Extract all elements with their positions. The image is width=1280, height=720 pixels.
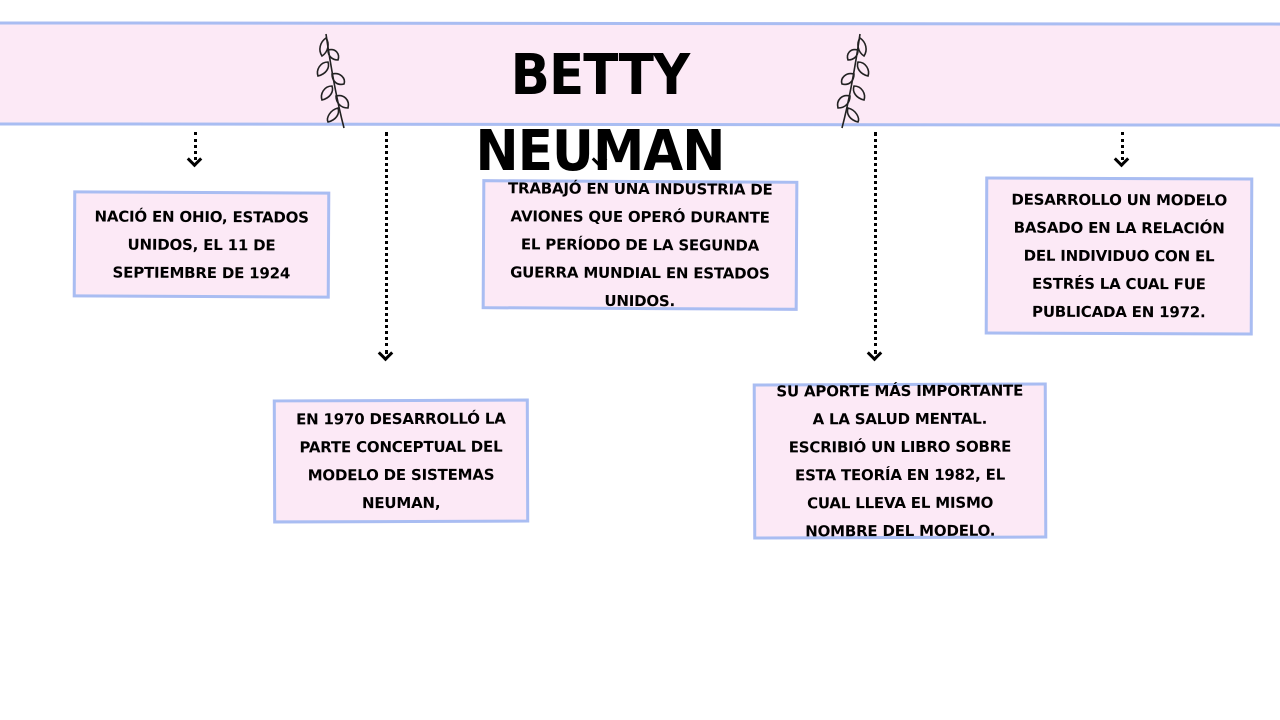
arrow-down-icon [186,151,203,168]
laurel-branch-icon [836,33,870,129]
arrow-down-icon [1113,151,1130,168]
event-text: TRABAJÓ EN UNA INDUSTRIA DE AVIONES QUE … [507,179,773,311]
event-text: DESARROLLO UN MODELO BASADO EN LA RELACI… [1011,190,1228,322]
event-card: SU APORTE MÁS IMPORTANTE A LA SALUD MENT… [752,382,1048,540]
event-text: SU APORTE MÁS IMPORTANTE A LA SALUD MENT… [776,381,1024,541]
connector-line [385,132,388,354]
connector-line [194,132,197,160]
arrow-down-icon [377,345,394,362]
connector-line [874,132,877,354]
event-text: NACIÓ EN OHIO, ESTADOS UNIDOS, EL 11 DE … [94,206,309,282]
event-text: EN 1970 DESARROLLÓ LA PARTE CONCEPTUAL D… [296,409,506,513]
event-card: TRABAJÓ EN UNA INDUSTRIA DE AVIONES QUE … [481,179,799,311]
laurel-branch-icon [316,33,350,129]
event-card: EN 1970 DESARROLLÓ LA PARTE CONCEPTUAL D… [272,398,530,524]
connector-line [1121,132,1124,160]
page-title: BETTY NEUMAN [475,43,726,184]
connector-line [599,132,602,160]
event-card: DESARROLLO UN MODELO BASADO EN LA RELACI… [984,176,1254,336]
event-card: NACIÓ EN OHIO, ESTADOS UNIDOS, EL 11 DE … [72,190,331,299]
arrow-down-icon [866,345,883,362]
